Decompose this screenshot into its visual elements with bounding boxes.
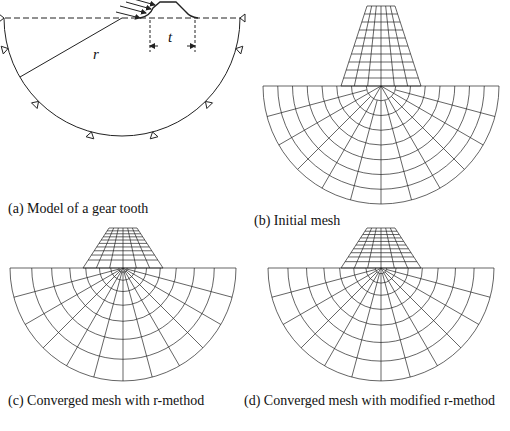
mesh-line bbox=[94, 272, 122, 377]
mesh-line bbox=[123, 268, 124, 381]
mesh-line bbox=[83, 268, 163, 269]
mesh-line bbox=[301, 272, 377, 348]
mesh-line bbox=[14, 269, 119, 297]
mesh-line bbox=[272, 269, 376, 297]
mesh-line bbox=[25, 268, 123, 325]
mesh-line bbox=[123, 268, 221, 325]
tooth-model bbox=[0, 0, 245, 139]
mesh-line bbox=[353, 248, 408, 249]
mesh-line bbox=[126, 271, 203, 348]
mesh-line bbox=[263, 86, 499, 87]
mesh-line bbox=[10, 268, 236, 269]
subfigure-caption: (b) Initial mesh bbox=[254, 212, 506, 229]
mesh-line bbox=[101, 240, 145, 241]
mesh-line bbox=[352, 273, 380, 377]
mesh-line bbox=[43, 271, 120, 348]
mesh-line bbox=[391, 96, 464, 169]
mesh-line bbox=[381, 268, 479, 325]
dimension-label: t bbox=[167, 29, 173, 46]
mesh-line bbox=[385, 100, 412, 200]
mesh-line bbox=[367, 6, 395, 7]
mesh-line bbox=[367, 228, 395, 229]
mesh-line bbox=[386, 269, 490, 297]
mesh-line bbox=[382, 273, 410, 377]
mesh-line bbox=[381, 86, 483, 145]
mesh-line bbox=[31, 101, 38, 108]
mesh-line bbox=[359, 30, 403, 31]
subfigure-caption: (c) Converged mesh with r-method bbox=[8, 392, 215, 409]
mesh-line bbox=[127, 269, 232, 297]
mesh-line bbox=[267, 90, 367, 117]
mesh-line bbox=[1, 46, 8, 54]
mesh-line bbox=[109, 228, 137, 229]
mesh-line bbox=[283, 268, 381, 325]
mesh-line bbox=[322, 86, 381, 188]
initial-mesh bbox=[263, 6, 499, 204]
mesh-line bbox=[361, 237, 402, 238]
mesh-line bbox=[268, 268, 494, 381]
mesh-line bbox=[349, 62, 413, 63]
modified-r-method-mesh bbox=[268, 228, 494, 381]
mesh-line bbox=[341, 86, 421, 87]
mesh-line bbox=[105, 233, 141, 234]
mesh-line bbox=[385, 272, 461, 348]
mesh-line bbox=[124, 272, 152, 377]
mesh-line bbox=[103, 236, 142, 237]
mesh-line bbox=[236, 46, 243, 54]
mesh-line bbox=[381, 86, 382, 204]
mesh-line bbox=[346, 70, 416, 71]
r-method-mesh bbox=[10, 228, 236, 381]
mesh-line bbox=[363, 234, 400, 235]
mesh-line bbox=[365, 231, 397, 232]
subfigure-caption: (a) Model of a gear tooth bbox=[8, 200, 270, 217]
mesh-line bbox=[356, 245, 406, 246]
mesh-line bbox=[341, 268, 421, 269]
mesh-line bbox=[354, 46, 408, 47]
mesh-line bbox=[67, 268, 124, 366]
mesh-line bbox=[381, 268, 382, 381]
mesh-line bbox=[351, 252, 411, 253]
mesh-line bbox=[91, 255, 154, 256]
mesh-line bbox=[362, 22, 400, 23]
mesh-line bbox=[94, 250, 152, 251]
mesh-line bbox=[97, 246, 150, 247]
mesh-line bbox=[263, 86, 499, 204]
mesh-line bbox=[10, 268, 236, 381]
mesh-line bbox=[150, 132, 158, 139]
mesh-line bbox=[358, 241, 403, 242]
mesh-line bbox=[268, 268, 494, 269]
mesh-line bbox=[345, 261, 417, 262]
dimension-label: r bbox=[92, 46, 100, 63]
mesh-line bbox=[88, 260, 158, 261]
mesh-line bbox=[205, 101, 212, 108]
mesh-line bbox=[381, 268, 438, 366]
mesh-line bbox=[348, 256, 414, 257]
mesh-line bbox=[86, 132, 94, 139]
mesh-line bbox=[137, 228, 163, 268]
subfigure-caption: (d) Converged mesh with modified r-metho… bbox=[244, 392, 506, 409]
mesh-line bbox=[0, 14, 4, 22]
mesh-line bbox=[344, 78, 419, 79]
mesh-line bbox=[351, 54, 410, 55]
mesh-line bbox=[123, 268, 180, 366]
mesh-line bbox=[364, 14, 397, 15]
mesh-line bbox=[107, 230, 139, 231]
mesh-line bbox=[279, 86, 381, 145]
mesh-line bbox=[357, 38, 406, 39]
mesh-line bbox=[298, 96, 371, 169]
mesh-line bbox=[381, 86, 440, 188]
mesh-line bbox=[99, 243, 147, 244]
mesh-line bbox=[325, 268, 382, 366]
mesh-line bbox=[240, 14, 245, 22]
